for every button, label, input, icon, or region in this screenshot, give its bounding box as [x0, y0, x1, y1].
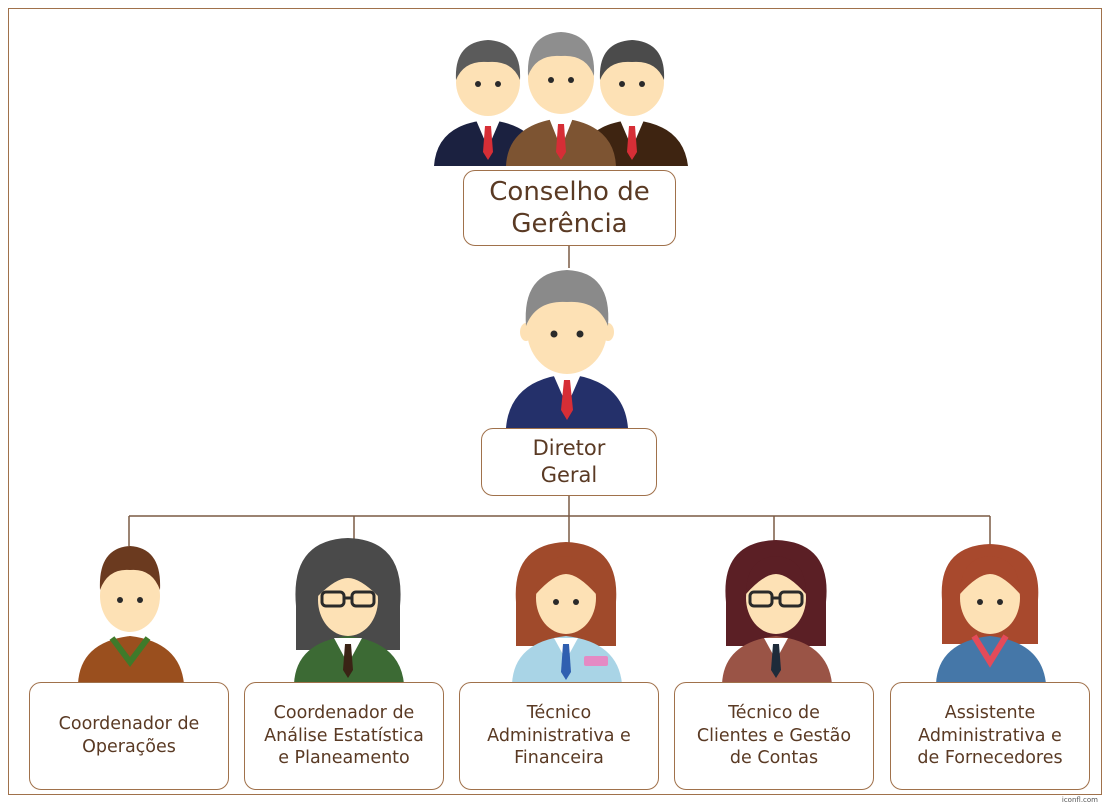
position-label-line: Administrativa e	[487, 725, 631, 746]
director-label-line2: Geral	[540, 463, 598, 487]
position-label-line: Técnico	[526, 702, 592, 723]
position-label-line: Análise Estatística	[264, 725, 424, 746]
position-label-line: Coordenador de	[273, 702, 415, 723]
position-label-line: Financeira	[514, 748, 604, 769]
board-man-right-icon	[578, 40, 688, 166]
board-members-icon	[434, 32, 688, 166]
position-label-line: Técnico de	[728, 702, 820, 723]
board-node: Conselho de Gerência	[463, 170, 676, 246]
clients-accounts-technician-node: Técnico de Clientes e Gestão de Contas	[674, 682, 874, 790]
icon-credit: iconfl.com	[1061, 796, 1098, 804]
diagram-frame	[8, 8, 1102, 795]
position-label-line: Operações	[82, 737, 176, 757]
director-node: Diretor Geral	[481, 428, 657, 496]
position-label-line: Clientes e Gestão	[696, 725, 852, 746]
board-man-center-icon	[506, 32, 616, 166]
statistics-coordinator-icon	[294, 538, 404, 684]
director-label-line1: Diretor	[532, 435, 606, 460]
statistics-coordinator-node: Coordenador de Análise Estatística e Pla…	[244, 682, 444, 790]
director-icon	[506, 270, 628, 428]
operations-coordinator-node: Coordenador de Operações	[29, 682, 229, 790]
admin-finance-technician-node: Técnico Administrativa e Financeira	[459, 682, 659, 790]
position-label-line: Coordenador de	[58, 714, 200, 735]
admin-finance-technician-icon	[512, 542, 622, 684]
assistant-icon	[936, 544, 1046, 684]
board-label-line2: Gerência	[511, 209, 628, 239]
position-label-line: de Contas	[729, 748, 819, 769]
position-label-line: Administrativa e	[918, 725, 1062, 746]
board-label-line1: Conselho de	[489, 176, 650, 207]
assistant-node: Assistente Administrativa e de Fornecedo…	[890, 682, 1090, 790]
position-label-line: e Planeamento	[278, 748, 410, 769]
clients-accounts-technician-icon	[722, 540, 832, 684]
position-label-line: Assistente	[944, 702, 1036, 723]
position-label-line: de Fornecedores	[917, 748, 1063, 769]
operations-coordinator-icon	[78, 546, 184, 684]
